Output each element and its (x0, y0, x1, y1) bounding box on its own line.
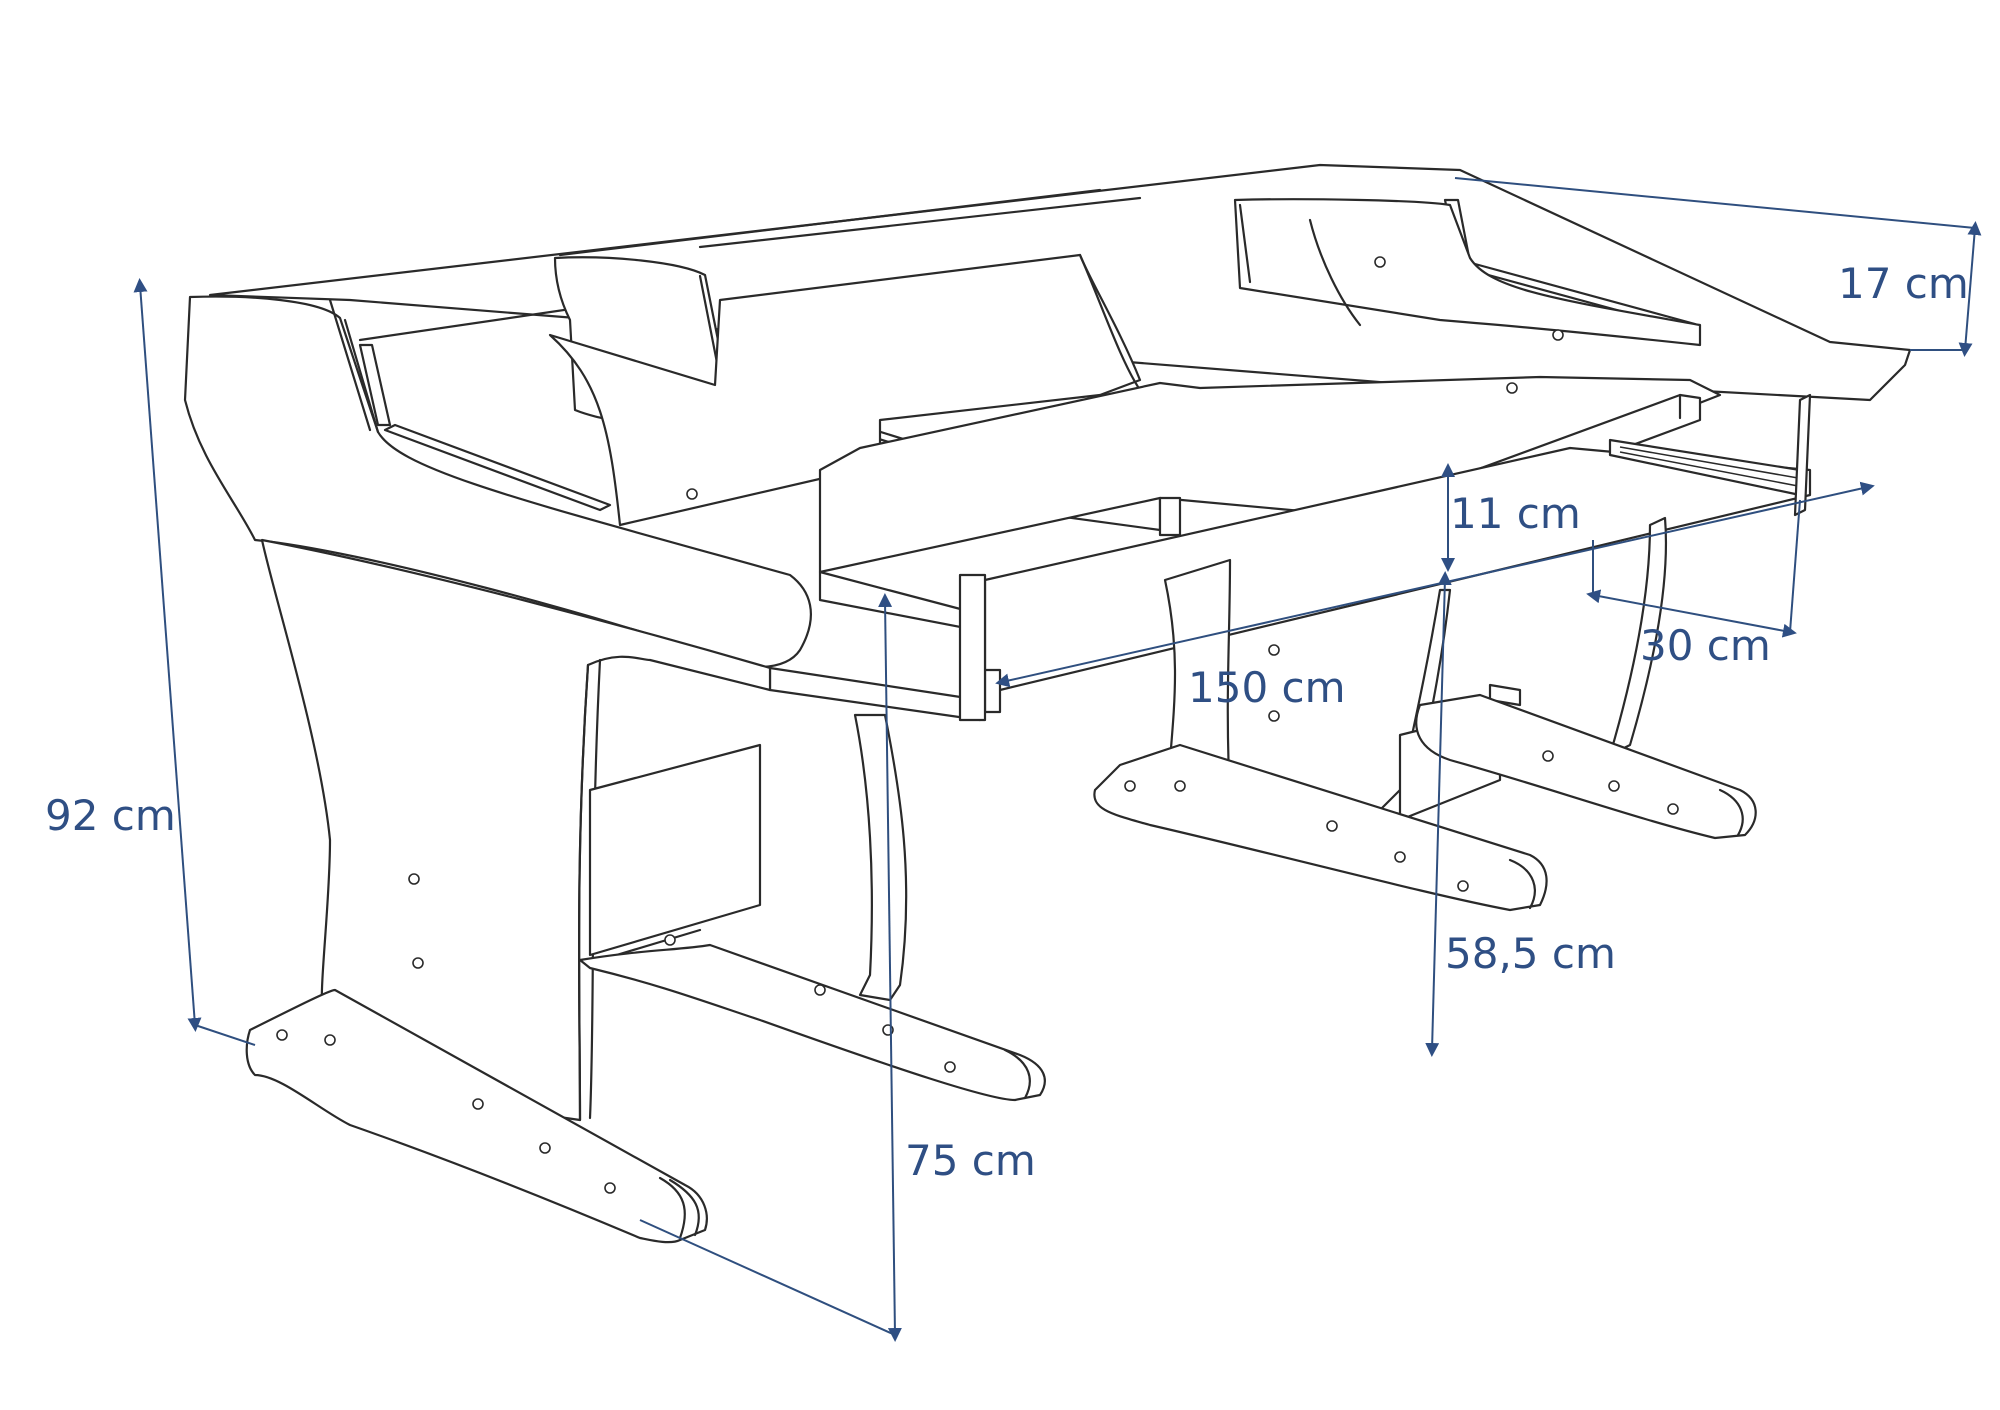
left-leg (260, 538, 772, 1122)
label-height-top: 17 cm (1838, 259, 1969, 308)
front-left-apron (768, 573, 987, 722)
right-upper-divider (1233, 198, 1702, 347)
left-foot-front (245, 988, 708, 1244)
label-shelf-depth: 30 cm (1640, 621, 1771, 670)
dim-line-75 (878, 593, 902, 1342)
rack-strip-left (358, 343, 612, 512)
left-back-leg (853, 713, 908, 1002)
left-foot-back (578, 943, 1046, 1102)
dim-line-30 (1586, 589, 1797, 638)
dim-line-150 (995, 481, 1875, 688)
label-shelf-gap: 11 cm (1450, 489, 1581, 538)
label-shelf-width: 150 cm (1188, 663, 1346, 712)
back-wall (548, 218, 1362, 527)
dim-line-92 (133, 278, 202, 1032)
label-height-total: 92 cm (45, 791, 176, 840)
dimension-labels: 92 cm 75 cm 17 cm 11 cm 30 cm 150 cm 58,… (45, 259, 1969, 1185)
label-height-desk: 75 cm (905, 1136, 1036, 1185)
dim-line-17 (1958, 221, 1982, 357)
label-leg-height: 58,5 cm (1445, 929, 1616, 978)
dimension-lines (133, 177, 1982, 1342)
